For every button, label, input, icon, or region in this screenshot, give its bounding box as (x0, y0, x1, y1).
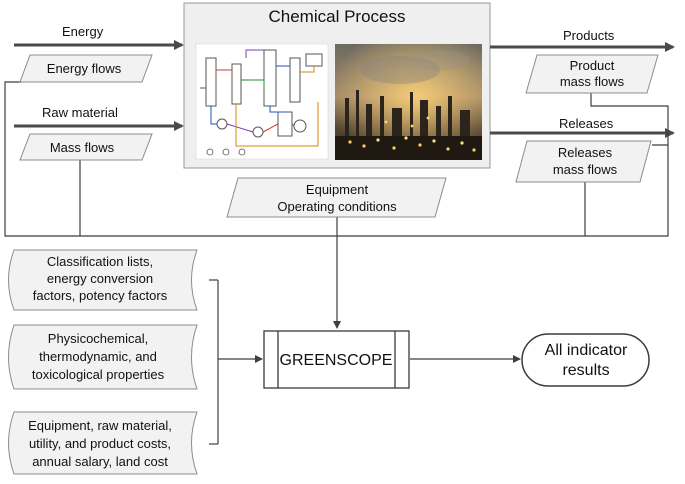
product-flows-drop (590, 92, 669, 145)
greenscope-box: GREENSCOPE (263, 330, 410, 389)
equipment-line2: Operating conditions (277, 199, 397, 214)
product-mass-flows-line2: mass flows (560, 74, 625, 89)
properties-line1: Physicochemical, (48, 331, 148, 346)
products-output: Products (490, 28, 675, 52)
classification-line3: factors, potency factors (33, 288, 168, 303)
mass-flows-box: Mass flows (19, 133, 153, 161)
energy-input: Energy (14, 24, 184, 50)
mass-flows-label: Mass flows (50, 140, 115, 155)
results-line2: results (562, 362, 609, 379)
energy-flows-label: Energy flows (47, 61, 122, 76)
properties-line2: thermodynamic, and (39, 349, 157, 364)
costs-line1: Equipment, raw material, (28, 418, 172, 433)
releases-label: Releases (559, 116, 614, 131)
results-line1: All indicator (545, 342, 628, 359)
connector-lines (4, 81, 669, 445)
energy-label: Energy (62, 24, 104, 39)
product-mass-flows-box: Product mass flows (525, 54, 659, 94)
costs-line3: annual salary, land cost (32, 454, 168, 469)
releases-mass-flows-line2: mass flows (553, 162, 618, 177)
releases-mass-flows-line1: Releases (558, 145, 613, 160)
energy-flows-box: Energy flows (19, 54, 153, 83)
classification-line2: energy conversion (47, 271, 153, 286)
process-title: Chemical Process (269, 7, 406, 26)
equipment-box: Equipment Operating conditions (226, 177, 447, 218)
costs-line2: utility, and product costs, (29, 436, 171, 451)
results-terminator: All indicator results (521, 333, 650, 387)
process-flow-schematic (195, 43, 329, 160)
data-source-properties: Physicochemical, thermodynamic, and toxi… (8, 324, 198, 390)
raw-material-input: Raw material (14, 105, 184, 131)
product-mass-flows-line1: Product (570, 58, 615, 73)
releases-output: Releases (490, 116, 675, 138)
releases-mass-flows-box: Releases mass flows (515, 140, 652, 183)
equipment-line1: Equipment (306, 182, 369, 197)
greenscope-label: GREENSCOPE (280, 352, 393, 369)
refinery-photo (335, 44, 482, 160)
data-source-costs: Equipment, raw material, utility, and pr… (8, 411, 198, 475)
chemical-process-box: Chemical Process (183, 2, 491, 169)
properties-line3: toxicological properties (32, 367, 165, 382)
products-label: Products (563, 28, 615, 43)
raw-material-label: Raw material (42, 105, 118, 120)
data-source-classification: Classification lists, energy conversion … (8, 249, 198, 311)
classification-line1: Classification lists, (47, 254, 153, 269)
